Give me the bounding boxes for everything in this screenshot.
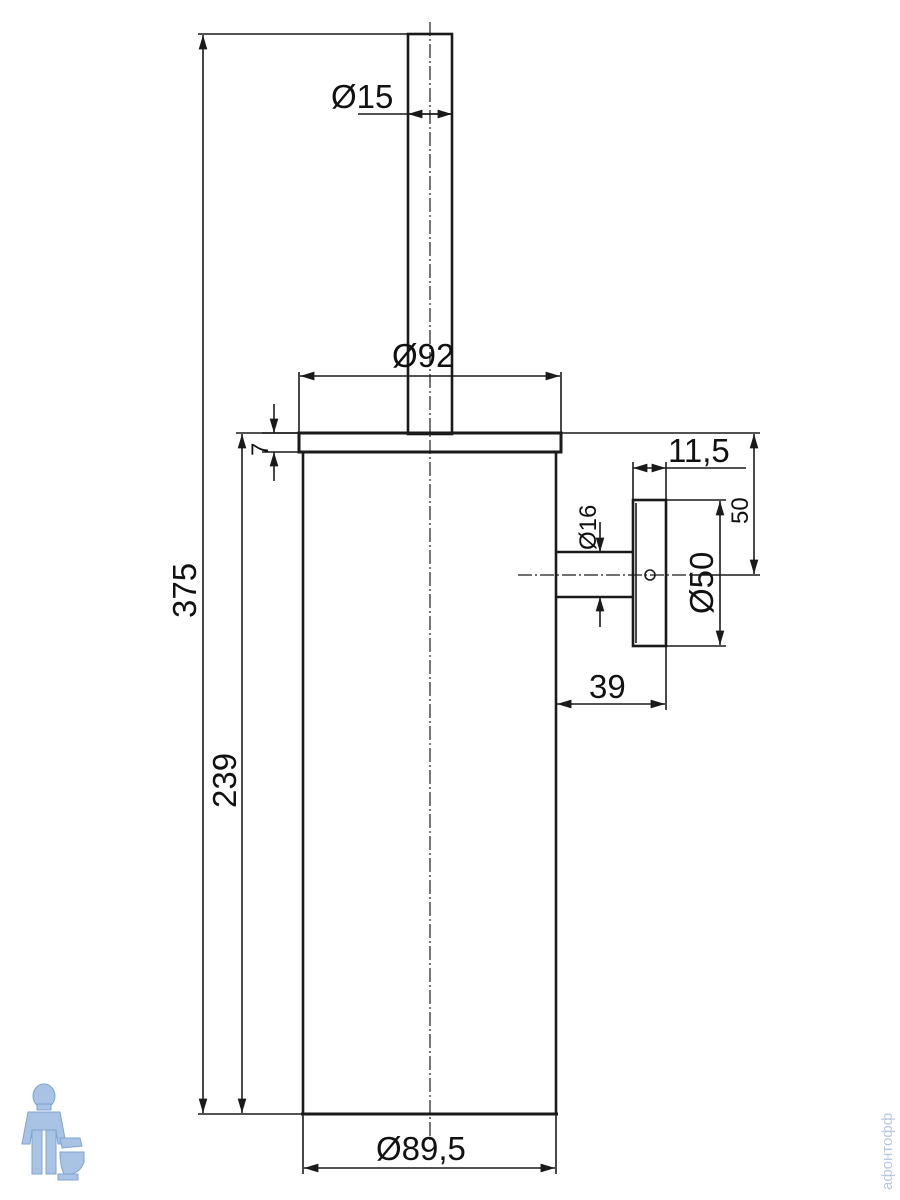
- dimension-body-height: 239: [206, 432, 299, 1113]
- bracket-projection-label: 39: [589, 668, 626, 705]
- dimension-plate-thickness: 11,5: [632, 432, 746, 500]
- watermark-text: афонтофф: [879, 1113, 896, 1190]
- dimension-stem-diameter: Ø15: [331, 78, 452, 119]
- dimension-bracket-projection: 39: [557, 646, 667, 710]
- plate-thickness-label: 11,5: [668, 432, 730, 469]
- stem-diameter-label: Ø15: [331, 78, 393, 115]
- body-height-label: 239: [206, 753, 243, 808]
- bracket-height-label: 50: [727, 497, 754, 524]
- rod-diameter-label: Ø16: [575, 505, 602, 550]
- plumber-mascot-logo: [21, 1083, 85, 1181]
- plate-diameter-label: Ø50: [683, 552, 720, 614]
- dimension-body-diameter: Ø89,5: [302, 1114, 557, 1174]
- wall-bracket: [518, 498, 690, 648]
- dimension-total-height: 375: [166, 33, 408, 1115]
- lid-thickness-label: 7: [247, 443, 274, 456]
- dimension-lid-thickness: 7: [247, 404, 299, 481]
- dimension-rod-diameter: Ø16: [575, 505, 605, 627]
- body-diameter-label: Ø89,5: [376, 1130, 466, 1167]
- dimension-plate-diameter: Ø50: [666, 499, 726, 647]
- lid-diameter-label: Ø92: [392, 337, 454, 374]
- total-height-label: 375: [166, 563, 203, 618]
- dimension-lid-diameter: Ø92: [298, 337, 562, 433]
- dimension-bracket-height: 50: [561, 432, 760, 576]
